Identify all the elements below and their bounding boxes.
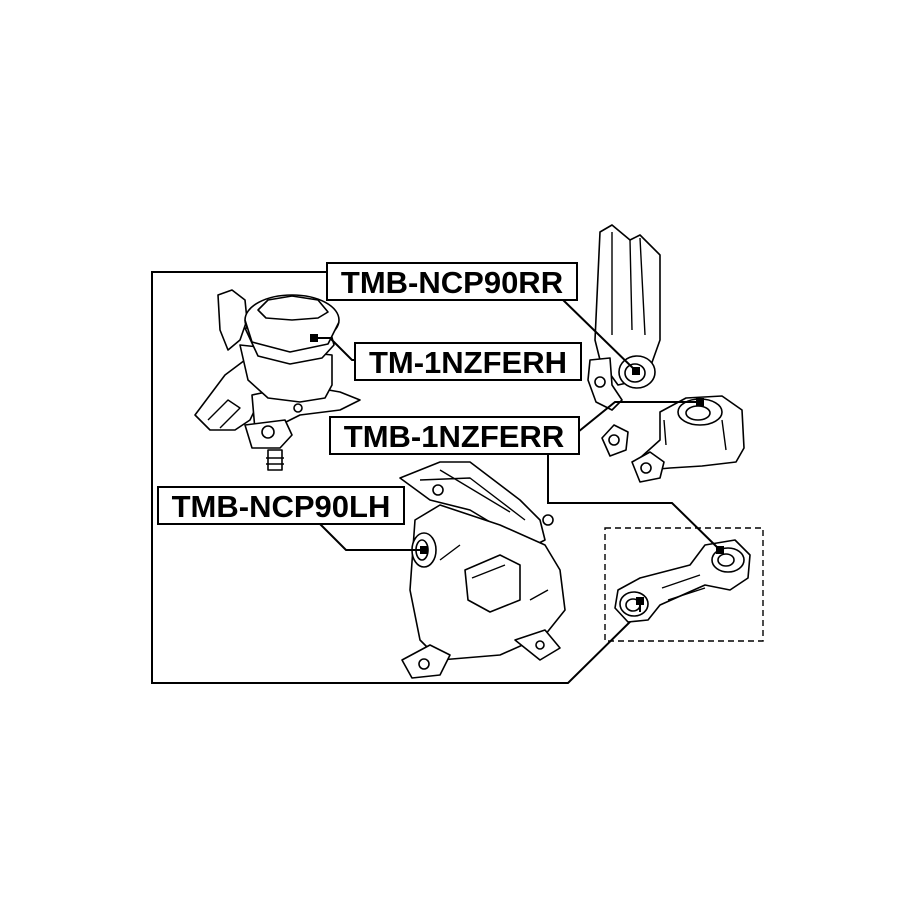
- rear-bracket-drawing: [587, 224, 661, 411]
- label-rear-roll-mount-text: TMB-1NZFERR: [344, 419, 564, 454]
- main-outline-frame: [151, 271, 641, 684]
- right-engine-mount-drawing: [194, 289, 361, 471]
- label-rear-mount-text: TMB-NCP90RR: [341, 265, 563, 300]
- pointer-dot-right-mount: [310, 334, 318, 342]
- label-right-mount: TM-1NZFERH: [354, 342, 582, 381]
- left-mount-bracket-drawing: [399, 461, 566, 679]
- pointer-dot-rear-mount: [632, 367, 640, 375]
- pointer-dot-roll-rod-lower: [636, 597, 644, 605]
- label-right-mount-text: TM-1NZFERH: [369, 345, 567, 380]
- roll-rod-drawing: [614, 539, 751, 623]
- leader-left-mount: [317, 521, 424, 551]
- label-rear-mount: TMB-NCP90RR: [326, 262, 578, 301]
- pointer-dot-rear-roll-mount: [696, 398, 704, 406]
- label-rear-roll-mount: TMB-1NZFERR: [329, 416, 580, 455]
- pointer-dot-left-mount: [420, 546, 428, 554]
- leader-rear-mount: [559, 296, 637, 372]
- pointer-dot-roll-rod: [716, 546, 724, 554]
- label-left-mount-text: TMB-NCP90LH: [172, 489, 391, 524]
- rear-roll-mount-drawing: [601, 395, 745, 483]
- detail-dashed-box: [604, 527, 764, 642]
- leader-roll-rod: [547, 452, 721, 551]
- label-left-mount: TMB-NCP90LH: [157, 486, 405, 525]
- leader-rear-roll-mount: [577, 401, 700, 433]
